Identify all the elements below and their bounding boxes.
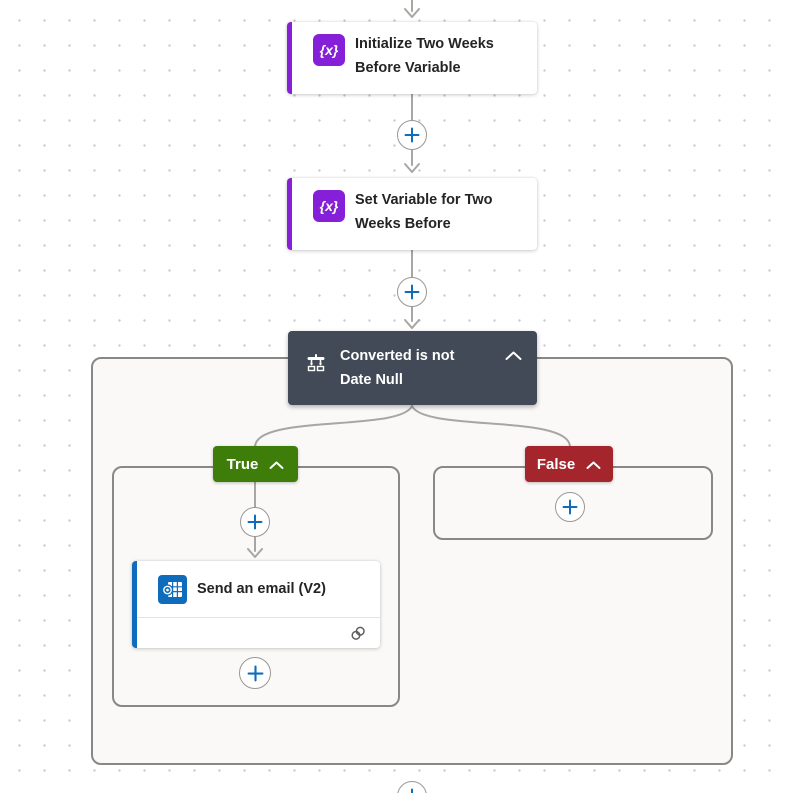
condition-title: Converted is not Date Null [340,348,455,388]
collapse-chevron-icon[interactable] [269,461,284,470]
insert-action-button[interactable] [397,781,427,793]
condition-node[interactable]: Converted is not Date Null [288,331,537,405]
outlook-icon [158,574,187,604]
false-branch-label: False [536,455,576,473]
variable-icon: {x} [313,190,345,222]
false-branch-badge[interactable]: False [525,446,613,482]
variable-icon: {x} [313,34,345,66]
card-divider [137,617,380,618]
connection-link-icon [351,626,365,640]
action-title: Set Variable for Two Weeks Before [355,192,493,232]
collapse-chevron-icon[interactable] [586,461,601,470]
accent-bar [287,22,292,94]
action-card-send-email[interactable]: Send an email (V2) [132,561,380,648]
plus-icon [411,788,413,793]
true-branch-badge[interactable]: True [213,446,298,482]
insert-action-button[interactable] [240,507,270,537]
insert-action-button[interactable] [397,277,427,307]
plus-icon [404,127,420,143]
plus-icon [247,514,263,530]
action-card-initialize-variable[interactable]: {x} Initialize Two Weeks Before Variable [287,22,537,94]
condition-icon [307,354,325,372]
variable-icon-glyph: {x} [319,42,339,58]
collapse-chevron-icon[interactable] [505,351,522,361]
plus-icon [404,284,420,300]
insert-action-button[interactable] [397,120,427,150]
insert-action-button[interactable] [239,657,271,689]
action-title: Initialize Two Weeks Before Variable [355,36,494,76]
insert-action-button[interactable] [555,492,585,522]
variable-icon-glyph: {x} [319,198,339,214]
plus-icon [562,499,578,515]
accent-bar [132,561,137,648]
action-title: Send an email (V2) [197,581,326,597]
action-card-set-variable[interactable]: {x} Set Variable for Two Weeks Before [287,178,537,250]
plus-icon [247,665,263,681]
accent-bar [287,178,292,250]
true-branch-label: True [226,455,259,473]
